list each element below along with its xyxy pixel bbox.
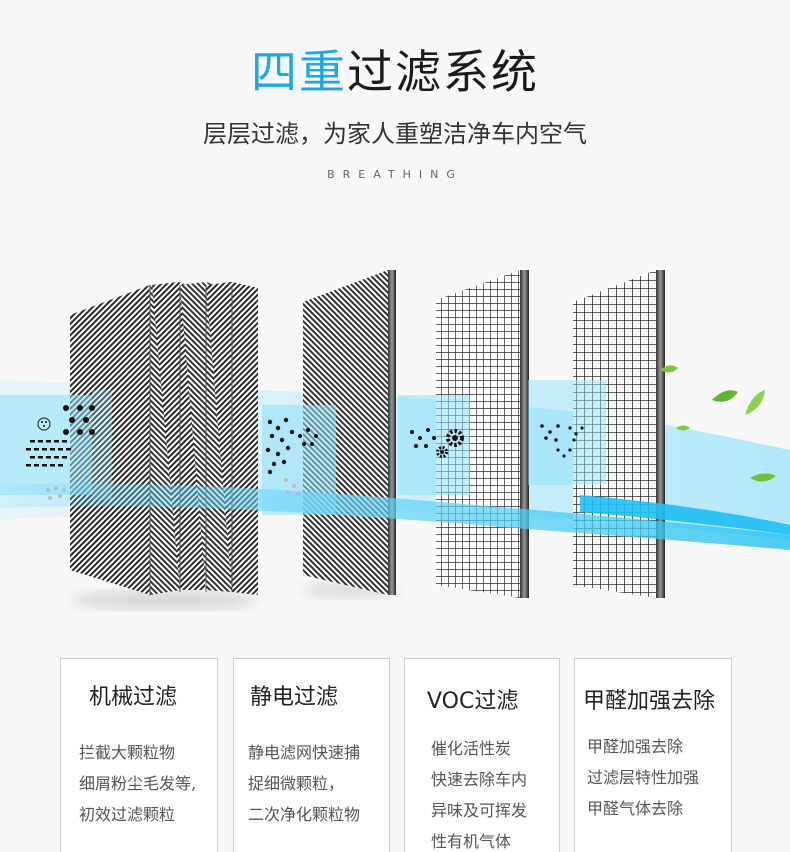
page-title: 四重过滤系统 (0, 40, 790, 104)
filter-layers-graphic (0, 270, 790, 610)
air-block-1 (0, 395, 92, 495)
card-electrostatic: 静电过滤 静电滤网快速捕 捉细微颗粒， 二次净化颗粒物 (233, 658, 390, 852)
card-line: 异味及可挥发 (431, 801, 528, 820)
card-line: 初效过滤颗粒 (79, 805, 176, 824)
card-line: 催化活性炭 (431, 739, 512, 758)
card-description: 催化活性炭 快速去除车内 异味及可挥发 性有机气体 (431, 733, 527, 852)
card-line: 捉细微颗粒， (248, 774, 345, 793)
card-title: 甲醛加强去除 (583, 689, 716, 714)
leaf-icon (750, 473, 776, 482)
mechanical-filter (70, 282, 258, 595)
page-subtitle: 层层过滤，为家人重塑洁净车内空气 (203, 120, 587, 148)
leaf-icon (712, 390, 738, 402)
tagline: BREATHING (327, 168, 463, 181)
card-description: 静电滤网快速捕 捉细微颗粒， 二次净化颗粒物 (248, 737, 360, 830)
card-line: 拦截大颗粒物 (79, 743, 176, 762)
card-line: 性有机气体 (431, 832, 512, 851)
card-line: 二次净化颗粒物 (248, 805, 361, 824)
particle-icon (26, 405, 95, 500)
filter-illustration (0, 240, 790, 630)
card-voc: VOC过滤 催化活性炭 快速去除车内 异味及可挥发 性有机气体 (404, 658, 560, 852)
leaf-icon (745, 390, 765, 415)
air-block-3 (398, 395, 470, 495)
card-formaldehyde: 甲醛加强去除 甲醛加强去除 过滤层特性加强 甲醛气体去除 (574, 658, 732, 852)
title-accent: 四重 (251, 45, 347, 99)
card-description: 甲醛加强去除 过滤层特性加强 甲醛气体去除 (587, 731, 699, 824)
particle-icon (265, 417, 318, 496)
card-line: 静电滤网快速捕 (248, 743, 361, 762)
gear-icon (446, 429, 464, 447)
card-title: 机械过滤 (89, 685, 178, 710)
leaf-icon (676, 425, 690, 431)
title-rest: 过滤系统 (347, 45, 539, 99)
card-mechanical: 机械过滤 拦截大颗粒物 细屑粉尘毛发等, 初效过滤颗粒 (60, 658, 218, 852)
particle-icon (410, 428, 436, 448)
leaf-icon (660, 365, 678, 373)
card-line: 甲醛加强去除 (587, 737, 684, 756)
card-line: 细屑粉尘毛发等, (79, 774, 197, 793)
particle-icon (540, 424, 584, 458)
air-block-4 (528, 380, 606, 485)
card-line: 快速去除车内 (431, 770, 528, 789)
card-description: 拦截大颗粒物 细屑粉尘毛发等, 初效过滤颗粒 (79, 737, 196, 830)
card-title: 静电过滤 (250, 685, 339, 710)
gear-icon (436, 446, 448, 458)
card-line: 过滤层特性加强 (587, 768, 700, 787)
card-title: VOC过滤 (427, 689, 519, 714)
card-line: 甲醛气体去除 (587, 799, 684, 818)
